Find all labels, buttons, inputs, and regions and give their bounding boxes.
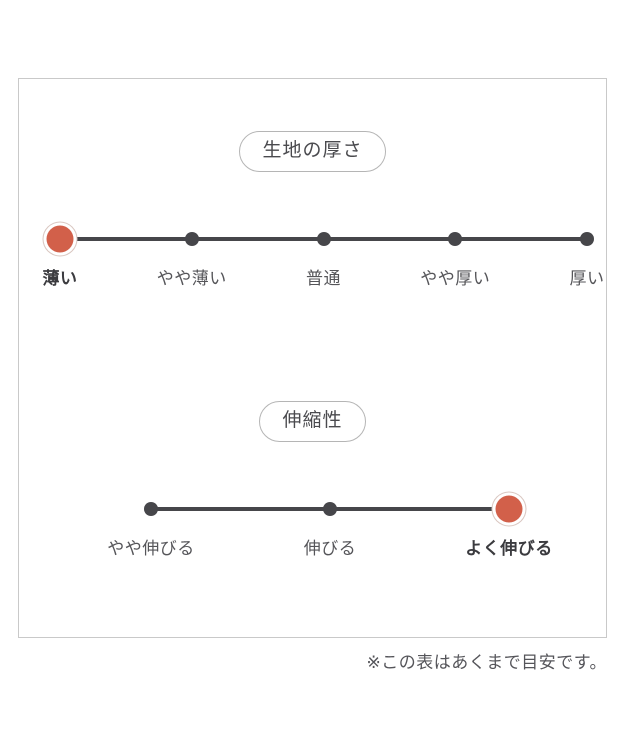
section-title-wrap: 伸縮性 [19, 401, 606, 442]
fabric-spec-card: 生地の厚さ薄い やや薄い 普通 やや厚い 厚い伸縮性やや伸びる 伸びる よく伸びる [18, 78, 607, 638]
scale-point[interactable] [184, 232, 199, 246]
scale-label: やや薄い [156, 269, 227, 288]
scale-point[interactable] [448, 232, 463, 246]
scale-label: やや厚い [420, 269, 491, 288]
scale-label: よく伸びる [465, 539, 553, 558]
footnote-note: ※この表はあくまで目安です。 [366, 653, 607, 672]
scale-point[interactable] [144, 502, 158, 516]
section-title-1: 生地の厚さ [239, 131, 386, 172]
scale-1 [46, 224, 594, 254]
scale-2 [144, 494, 523, 524]
scale-label: 厚い [569, 269, 605, 288]
scale-point[interactable] [316, 232, 331, 246]
scale-label: 薄い [42, 269, 78, 288]
scale-point[interactable] [580, 232, 594, 246]
scale-label: 普通 [306, 269, 341, 288]
scale-point[interactable] [323, 502, 337, 516]
scale-label: 伸びる [303, 539, 357, 558]
section-title-2: 伸縮性 [259, 401, 366, 442]
scale-point-selected[interactable] [495, 495, 523, 523]
scale-label: やや伸びる [107, 539, 195, 558]
scale-point-selected[interactable] [46, 225, 74, 253]
section-title-wrap: 生地の厚さ [19, 131, 606, 172]
